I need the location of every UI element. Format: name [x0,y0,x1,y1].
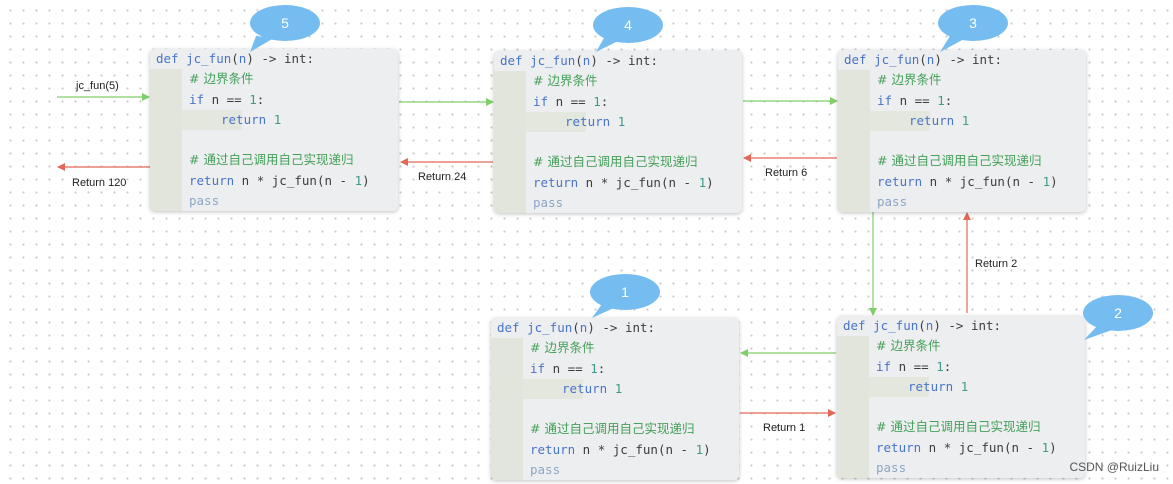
code-line-return-rec: return n * jc_fun(n - 1) [533,175,714,190]
code-line-if: if n == 1: [530,361,606,376]
code-comment-recursive: # 通过自己调用自己实现递归 [876,419,1041,434]
code-line-pass: pass [877,194,908,209]
code-line-return-rec: return n * jc_fun(n - 1) [189,173,370,188]
return-label-1: Return 1 [763,422,806,434]
code-line-def: def jc_fun(n) -> int: [497,320,656,335]
code-comment-recursive: # 通过自己调用自己实现递归 [877,153,1042,168]
code-line-return-1: return 1 [221,112,282,127]
return-label-24: Return 24 [418,171,467,183]
code-line-def: def jc_fun(n) -> int: [500,53,659,68]
return-label-6: Return 6 [765,167,808,179]
call-label: jc_fun(5) [76,80,119,92]
code-comment-base: # 边界条件 [877,72,942,87]
code-card-1: def jc_fun(n) -> int: # 边界条件 if n == 1: … [491,318,739,480]
code-line-if: if n == 1: [876,359,952,374]
code-line-pass: pass [533,195,564,210]
code-line-def: def jc_fun(n) -> int: [156,51,315,66]
code-comment-base: # 边界条件 [876,338,941,353]
code-line-return-1: return 1 [909,113,970,128]
bubble-tail-3 [940,36,966,52]
code-line-return-rec: return n * jc_fun(n - 1) [877,174,1058,189]
code-comment-base: # 边界条件 [533,73,598,88]
code-line-pass: pass [876,460,907,475]
code-card-4: def jc_fun(n) -> int: # 边界条件 if n == 1: … [494,51,742,213]
code-line-if: if n == 1: [189,92,265,107]
code-line-return-1: return 1 [908,379,969,394]
bubble-tail-5 [250,36,274,52]
step-bubble-2: 2 [1083,295,1153,331]
code-comment-recursive: # 通过自己调用自己实现递归 [530,421,695,436]
code-line-return-1: return 1 [562,381,623,396]
code-card-5: def jc_fun(n) -> int: # 边界条件 if n == 1: … [150,49,398,211]
code-comment-recursive: # 通过自己调用自己实现递归 [189,152,354,167]
return-label-2: Return 2 [975,258,1018,270]
code-line-return-rec: return n * jc_fun(n - 1) [876,440,1057,455]
return-label-120: Return 120 [72,177,127,189]
step-bubble-3: 3 [938,5,1008,41]
step-bubble-5: 5 [250,5,320,41]
code-line-return-rec: return n * jc_fun(n - 1) [530,442,711,457]
code-comment-base: # 边界条件 [530,340,595,355]
code-line-return-1: return 1 [565,114,626,129]
code-line-if: if n == 1: [533,94,609,109]
watermark: CSDN @RuizLiu [1069,460,1159,474]
code-comment-recursive: # 通过自己调用自己实现递归 [533,154,698,169]
code-line-def: def jc_fun(n) -> int: [844,52,1003,67]
code-line-pass: pass [189,193,220,208]
code-comment-base: # 边界条件 [189,71,254,86]
code-line-def: def jc_fun(n) -> int: [843,318,1002,333]
code-line-if: if n == 1: [877,93,953,108]
step-bubble-1: 1 [590,274,660,310]
step-bubble-4: 4 [593,7,663,43]
code-card-3: def jc_fun(n) -> int: # 边界条件 if n == 1: … [838,50,1086,212]
code-card-2: def jc_fun(n) -> int: # 边界条件 if n == 1: … [837,316,1085,478]
code-line-pass: pass [530,462,561,477]
